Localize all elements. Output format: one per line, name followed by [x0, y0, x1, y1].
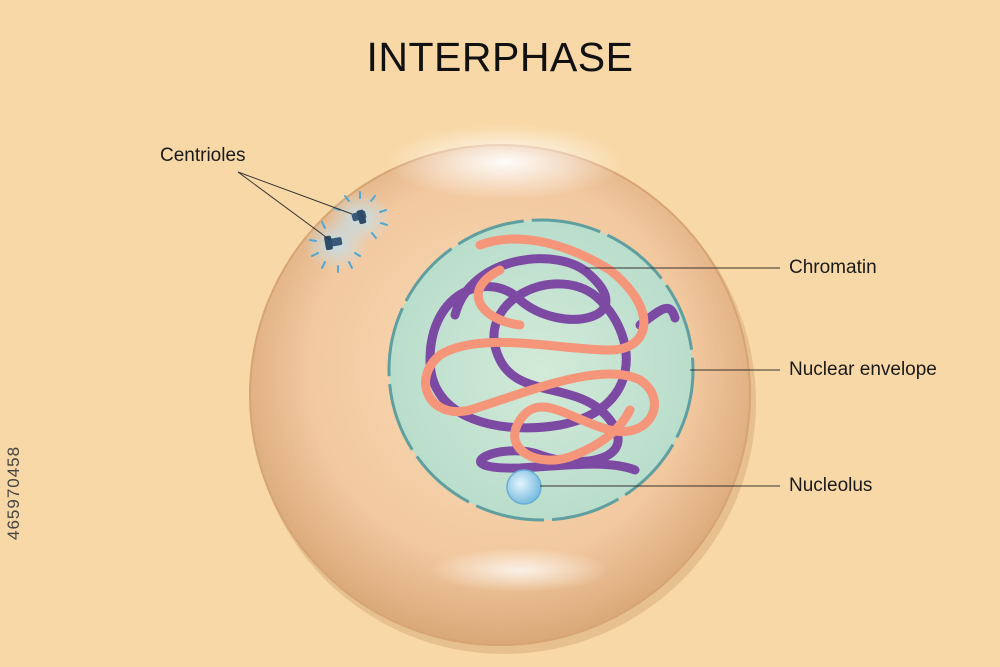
cell-highlight-top	[385, 124, 625, 200]
nucleolus	[506, 469, 542, 505]
image-id: 465970458	[4, 445, 23, 540]
label-nuclear-envelope: Nuclear envelope	[789, 359, 937, 380]
centrioles-leader-2	[237, 171, 331, 241]
diagram-title: INTERPHASE	[366, 34, 634, 80]
label-centrioles: Centrioles	[160, 145, 246, 166]
label-nucleolus: Nucleolus	[789, 475, 873, 496]
centriole-upper-b	[356, 209, 367, 225]
label-chromatin: Chromatin	[789, 257, 877, 278]
centrioles	[304, 191, 392, 273]
centriole-lower-b	[324, 235, 333, 251]
cell-highlight-bottom	[430, 548, 610, 592]
chromatin	[421, 234, 680, 475]
centrioles-leader-1	[237, 171, 353, 215]
chromatin-strand-salmon	[421, 234, 659, 465]
leader-lines	[237, 171, 780, 487]
